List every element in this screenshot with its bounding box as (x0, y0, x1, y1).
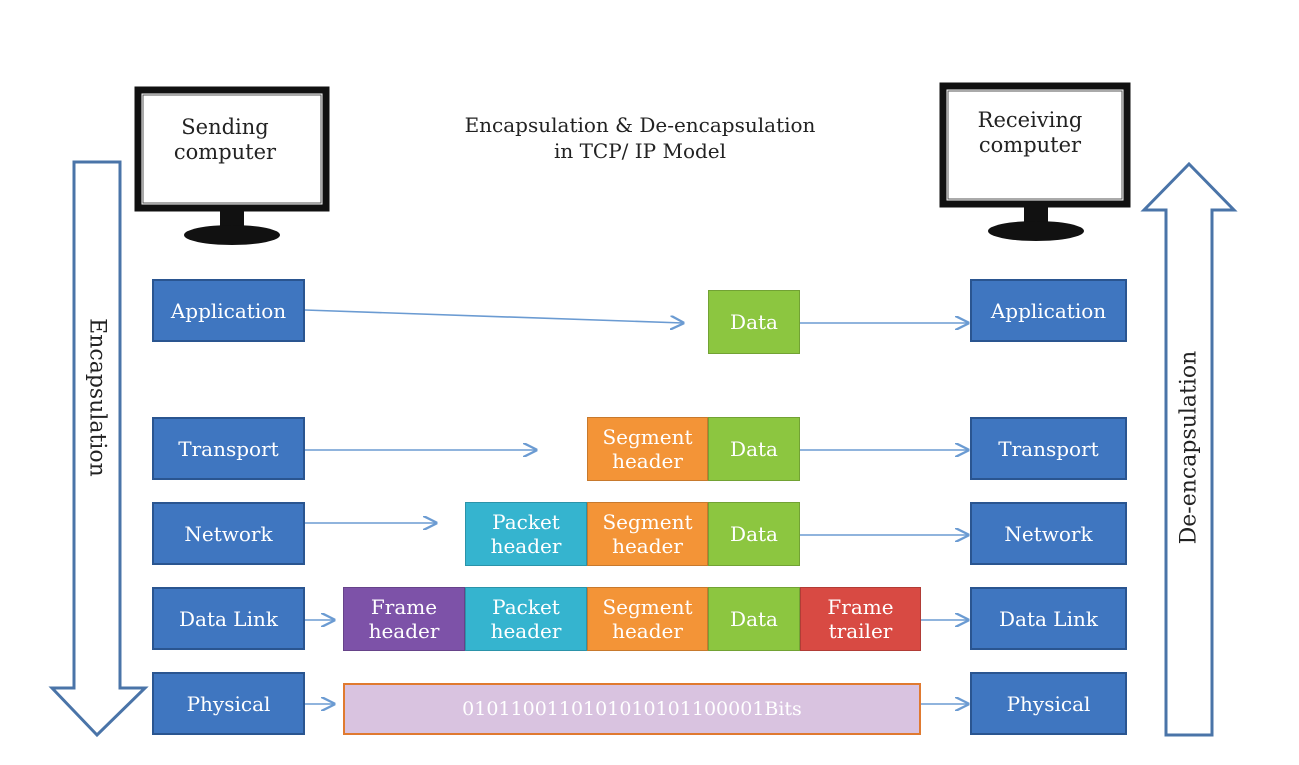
encapsulation-label: Encapsulation (84, 318, 110, 477)
de-encapsulation-arrow-icon (1140, 161, 1238, 737)
right-layer-data-link: Data Link (970, 587, 1127, 650)
right-layer-application: Application (970, 279, 1127, 342)
segment-header-line-1: Segment (602, 510, 693, 534)
right-layer-transport: Transport (970, 417, 1127, 480)
segment-header-line-2: header (612, 534, 683, 558)
title-line-1: Encapsulation & De-encapsulation (464, 113, 816, 137)
de-encapsulation-label: De-encapsulation (1176, 350, 1202, 545)
frame-trailer-line-2: trailer (828, 619, 893, 643)
left-layer-data-link: Data Link (152, 587, 305, 650)
encapsulation-arrow-icon (48, 160, 149, 738)
segment-header-line-1: Segment (602, 425, 693, 449)
receiving-computer-monitor-icon (939, 82, 1131, 241)
receiver-line-1: Receiving (977, 108, 1083, 132)
sending-computer-label: Sending computer (150, 115, 300, 165)
left-layer-network: Network (152, 502, 305, 565)
left-layer-application: Application (152, 279, 305, 342)
right-layer-network: Network (970, 502, 1127, 565)
sender-line-2: computer (173, 140, 277, 164)
segment-header-line-2: header (612, 449, 683, 473)
segment-header-line-2: header (612, 619, 683, 643)
app-data-block: Data (708, 290, 800, 354)
left-layer-physical: Physical (152, 672, 305, 735)
left-layer-transport: Transport (152, 417, 305, 480)
frame-trailer-line-1: Frame (827, 595, 894, 619)
segment-header-line-1: Segment (602, 595, 693, 619)
physical-bits-block: 0101100110101010101100001Bits (343, 683, 921, 735)
title-line-2: in TCP/ IP Model (553, 139, 727, 163)
frame-header-line-2: header (368, 619, 440, 643)
packet-header-line-1: Packet (492, 595, 560, 619)
packet-header-line-2: header (490, 619, 562, 643)
diagram-title: Encapsulation & De-encapsulation in TCP/… (430, 112, 850, 164)
packet-header-line-1: Packet (492, 510, 560, 534)
packet-header-line-2: header (490, 534, 562, 558)
sending-computer-monitor-icon (134, 86, 330, 245)
receiver-line-2: computer (978, 133, 1082, 157)
sender-line-1: Sending (181, 115, 269, 139)
transport-data-block: Data (708, 417, 800, 481)
network-data-block: Data (708, 502, 800, 566)
frame-header-line-1: Frame (370, 595, 438, 619)
receiving-computer-label: Receiving computer (955, 108, 1105, 158)
arrow-app-left (304, 309, 683, 323)
datalink-data-block: Data (708, 587, 800, 651)
right-layer-physical: Physical (970, 672, 1127, 735)
